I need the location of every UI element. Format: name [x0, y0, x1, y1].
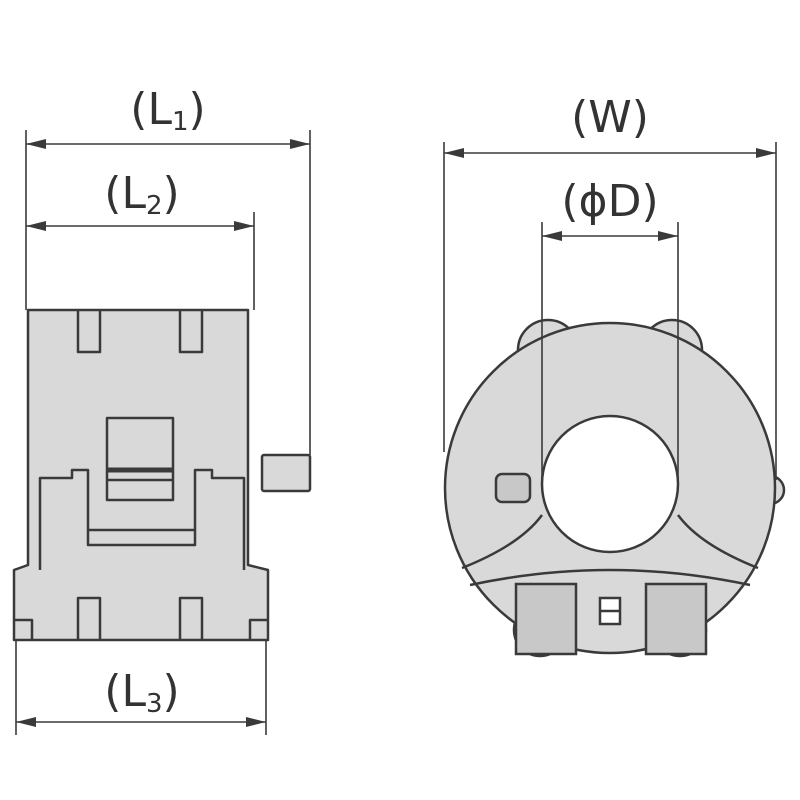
dimension-l2: (L2) — [26, 168, 254, 231]
front-view-extension-lines — [443, 142, 777, 484]
front-view-lower-curve — [469, 568, 751, 587]
side-view-inner-shelf — [86, 530, 197, 547]
dimension-w-label: (W) — [571, 92, 649, 143]
dimension-w: (W) — [444, 92, 776, 158]
side-view-pin — [260, 453, 312, 493]
dimension-phi-d-main: ϕD — [579, 176, 642, 227]
side-view-bottom-corner-right — [248, 618, 268, 640]
side-view-top-notch-right — [178, 310, 204, 354]
dimension-l1-main: L — [147, 84, 172, 135]
dimension-l3-sub: 3 — [146, 689, 163, 719]
side-view-bottom-notch-left — [76, 596, 102, 640]
front-view-split-line — [461, 514, 759, 570]
side-view-window — [105, 416, 175, 502]
side-view-top-notch-left — [76, 310, 102, 354]
front-view — [443, 318, 786, 658]
dimension-l2-label: (L2) — [104, 168, 179, 221]
front-view-slot — [494, 472, 532, 504]
front-view-center-hole — [540, 414, 680, 554]
dimension-l3: (L3) — [16, 666, 266, 727]
dimension-l1-label: (L1) — [130, 84, 205, 137]
dimension-l3-main: L — [121, 666, 146, 717]
dimension-l2-main: L — [121, 168, 146, 219]
dimension-phi-d: (ϕD) — [542, 176, 678, 241]
dimension-w-main: W — [588, 92, 632, 143]
front-view-window-left — [514, 582, 578, 656]
dimension-l3-label: (L3) — [104, 666, 179, 719]
side-view-inner-frame — [38, 468, 246, 570]
front-view-window-right — [644, 582, 708, 656]
dimension-l1-sub: 1 — [172, 107, 189, 137]
dimension-l1: (L1) — [26, 84, 310, 149]
dimension-phi-d-label: (ϕD) — [561, 176, 658, 227]
side-view-bottom-notch-right — [178, 596, 204, 640]
side-view-bottom-corner-left — [14, 618, 34, 640]
dimension-l2-sub: 2 — [146, 191, 163, 221]
side-view — [12, 308, 312, 642]
side-view-extension-lines — [15, 130, 311, 735]
